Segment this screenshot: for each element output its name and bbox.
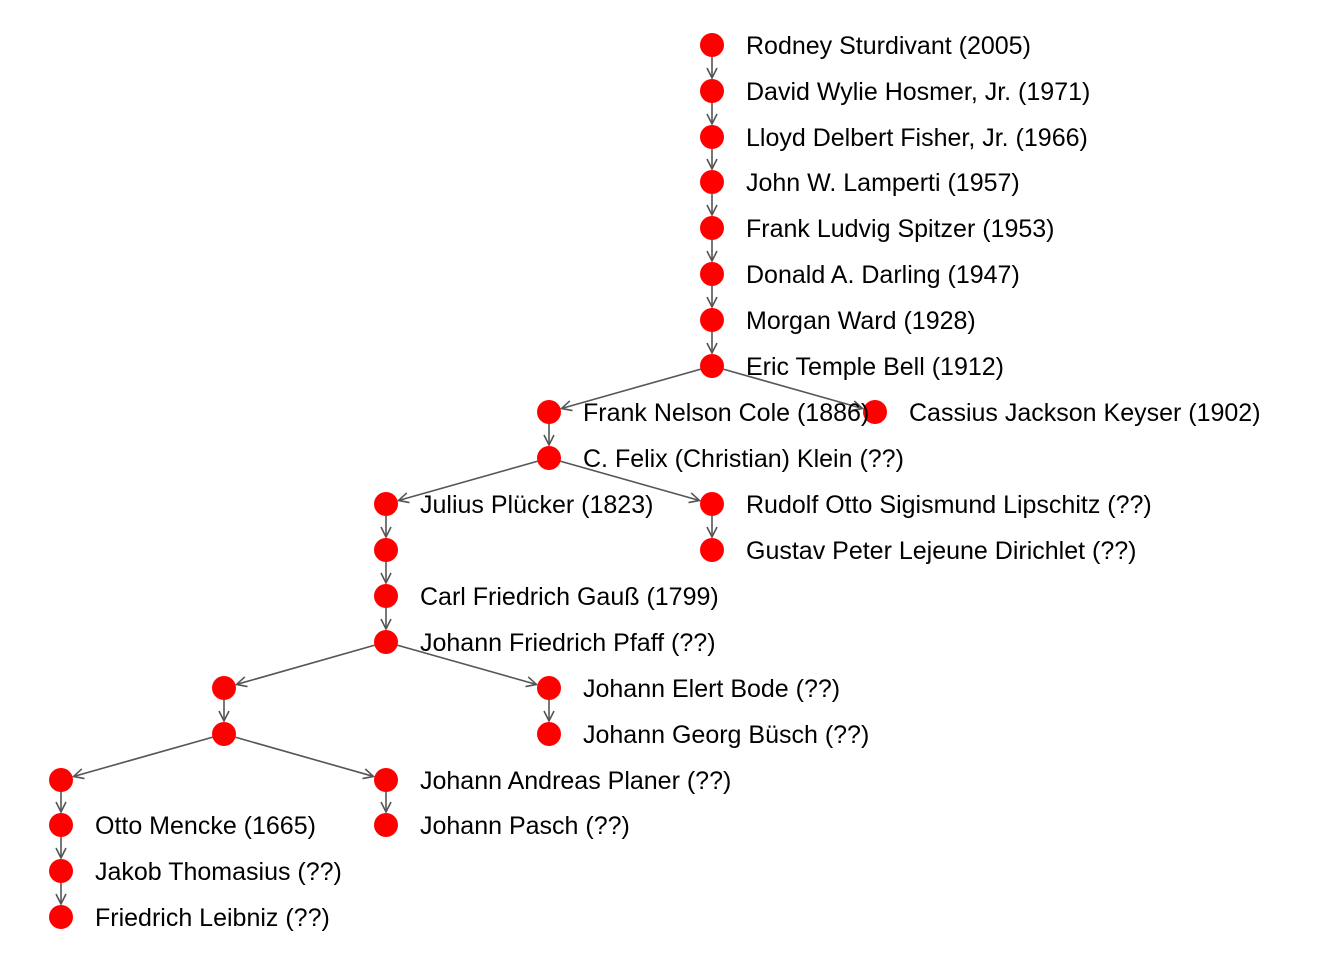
node-n20 <box>212 722 236 746</box>
node-n25 <box>374 813 398 837</box>
edge-layer <box>61 57 862 904</box>
node-label-n4: John W. Lamperti (1957) <box>746 169 1020 197</box>
node-layer <box>49 33 887 929</box>
node-n8 <box>700 354 724 378</box>
node-n3 <box>700 125 724 149</box>
node-label-n13: Rudolf Otto Sigismund Lipschitz (??) <box>746 491 1152 519</box>
node-n2 <box>700 79 724 103</box>
node-label-n27: Friedrich Leibniz (??) <box>95 904 330 932</box>
node-n12 <box>374 492 398 516</box>
node-label-n3: Lloyd Delbert Fisher, Jr. (1966) <box>746 124 1088 152</box>
node-n17 <box>374 630 398 654</box>
node-label-n1: Rodney Sturdivant (2005) <box>746 32 1031 60</box>
node-label-n16: Carl Friedrich Gauß (1799) <box>420 583 719 611</box>
node-label-n23: Johann Andreas Planer (??) <box>420 767 731 795</box>
edge-n17-n19 <box>397 644 537 684</box>
edge-n20-n22 <box>74 736 213 776</box>
node-label-n25: Johann Pasch (??) <box>420 812 630 840</box>
node-label-n17: Johann Friedrich Pfaff (??) <box>420 629 716 657</box>
node-label-n11: C. Felix (Christian) Klein (??) <box>583 445 904 473</box>
node-label-n7: Morgan Ward (1928) <box>746 307 976 335</box>
node-label-n2: David Wylie Hosmer, Jr. (1971) <box>746 78 1090 106</box>
node-label-n21: Johann Georg Büsch (??) <box>583 721 869 749</box>
node-n1 <box>700 33 724 57</box>
node-n10 <box>863 400 887 424</box>
node-n4 <box>700 170 724 194</box>
node-label-n6: Donald A. Darling (1947) <box>746 261 1020 289</box>
edge-n20-n23 <box>235 736 374 776</box>
edge-n11-n13 <box>560 460 700 500</box>
node-n27 <box>49 905 73 929</box>
node-n23 <box>374 768 398 792</box>
node-n15 <box>700 538 724 562</box>
node-n16 <box>374 584 398 608</box>
node-label-n10: Cassius Jackson Keyser (1902) <box>909 399 1261 427</box>
edge-n8-n10 <box>723 368 863 408</box>
node-n13 <box>700 492 724 516</box>
label-layer: Rodney Sturdivant (2005) David Wylie Hosm… <box>95 32 1261 932</box>
node-n6 <box>700 262 724 286</box>
node-label-n26: Jakob Thomasius (??) <box>95 858 342 886</box>
node-n14 <box>374 538 398 562</box>
node-n24 <box>49 813 73 837</box>
edge-n8-n9 <box>562 368 701 408</box>
node-label-n12: Julius Plücker (1823) <box>420 491 653 519</box>
node-n7 <box>700 308 724 332</box>
node-label-n8: Eric Temple Bell (1912) <box>746 353 1004 381</box>
node-label-n15: Gustav Peter Lejeune Dirichlet (??) <box>746 537 1136 565</box>
node-label-n9: Frank Nelson Cole (1886) <box>583 399 869 427</box>
edge-n11-n12 <box>399 460 538 500</box>
node-n26 <box>49 859 73 883</box>
node-n5 <box>700 216 724 240</box>
edge-n17-n18 <box>237 644 375 684</box>
node-label-n24: Otto Mencke (1665) <box>95 812 316 840</box>
node-label-n19: Johann Elert Bode (??) <box>583 675 840 703</box>
node-n21 <box>537 722 561 746</box>
node-n9 <box>537 400 561 424</box>
node-label-n5: Frank Ludvig Spitzer (1953) <box>746 215 1054 243</box>
node-n22 <box>49 768 73 792</box>
node-n18 <box>212 676 236 700</box>
node-n11 <box>537 446 561 470</box>
node-n19 <box>537 676 561 700</box>
